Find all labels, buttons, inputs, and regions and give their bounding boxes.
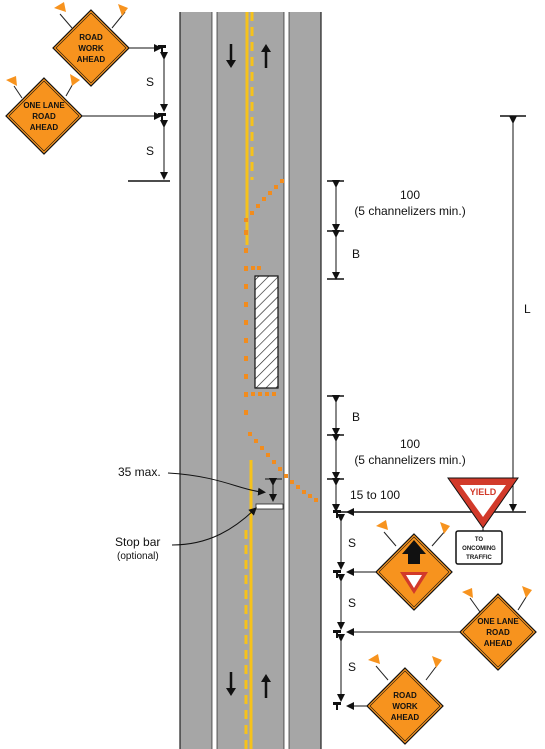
- sign-line: ONE LANE: [23, 101, 65, 110]
- sign-line: ROAD: [393, 691, 417, 700]
- sign-post-marker: [333, 630, 341, 638]
- label-stop-bar: Stop bar: [115, 535, 160, 549]
- arrow-down-icon: [226, 44, 236, 68]
- sign-post-marker: [333, 702, 341, 710]
- sign-one-lane-road-ahead-top: ONE LANE ROAD AHEAD: [5, 74, 83, 155]
- label-s: S: [146, 144, 154, 158]
- sign-line: AHEAD: [30, 123, 59, 132]
- sign-road-work-ahead-top: ROAD WORK AHEAD: [52, 2, 130, 87]
- sign-line: WORK: [392, 702, 418, 711]
- sign-line: TRAFFIC: [466, 555, 492, 561]
- flag-icon: [462, 588, 473, 598]
- label-b: B: [352, 410, 360, 424]
- sign-line: ONCOMING: [462, 546, 496, 552]
- label-taper-length: 100: [400, 188, 420, 202]
- sign-road-work-ahead-bottom: ROAD WORK AHEAD: [366, 654, 444, 745]
- edge-line-right: [284, 12, 289, 749]
- flag-icon: [6, 76, 17, 86]
- sign-line: ROAD: [32, 112, 56, 121]
- yield-text: YIELD: [470, 487, 497, 497]
- flag-icon: [432, 656, 442, 668]
- roadway: [179, 12, 322, 749]
- sign-line: WORK: [78, 44, 104, 53]
- arrow-down-icon: [226, 672, 236, 696]
- arrow-up-icon: [261, 674, 271, 698]
- arrow-up-icon: [402, 540, 426, 564]
- edge-line-left: [212, 12, 217, 749]
- sign-yield-ahead: [375, 520, 453, 611]
- sign-to-oncoming-traffic: TO ONCOMING TRAFFIC: [455, 528, 503, 565]
- sign-line: AHEAD: [77, 55, 106, 64]
- sign-line: AHEAD: [484, 639, 513, 648]
- sign-line: AHEAD: [391, 713, 420, 722]
- channelizers: [244, 179, 318, 502]
- label-taper-length: 100: [400, 437, 420, 451]
- flag-icon: [368, 654, 380, 664]
- label-35-max: 35 max.: [118, 465, 161, 479]
- label-s: S: [146, 75, 154, 89]
- sign-line: ONE LANE: [477, 617, 519, 626]
- sign-post-marker: [158, 45, 166, 53]
- label-s: S: [348, 660, 356, 674]
- sign-yield: YIELD: [447, 477, 519, 529]
- dimension-right-lower: [327, 395, 344, 512]
- sign-post-marker: [333, 570, 341, 578]
- sign-line: ROAD: [79, 33, 103, 42]
- flag-icon: [522, 586, 532, 598]
- sign-post-marker: [158, 113, 166, 121]
- label-stop-bar-optional: (optional): [117, 551, 159, 562]
- label-b: B: [352, 247, 360, 261]
- label-channelizers: (5 channelizers min.): [354, 453, 465, 467]
- arrow-up-icon: [261, 44, 271, 68]
- flag-icon: [70, 74, 80, 86]
- sign-line: TO: [475, 537, 484, 543]
- label-s: S: [348, 596, 356, 610]
- dimension-right-upper: [327, 180, 344, 280]
- label-l: L: [524, 302, 531, 316]
- sign-one-lane-road-ahead-bottom: ONE LANE ROAD AHEAD: [459, 586, 537, 671]
- flag-icon: [54, 2, 66, 12]
- flag-icon: [376, 520, 388, 530]
- sign-post-marker: [333, 510, 341, 518]
- sign-line: ROAD: [486, 628, 510, 637]
- dimension-35-max: [265, 478, 282, 502]
- label-15-to-100: 15 to 100: [350, 488, 400, 502]
- flag-icon: [440, 522, 450, 534]
- dimension-s-top: [128, 52, 170, 182]
- flag-icon: [118, 4, 128, 16]
- stop-bar: [255, 503, 284, 510]
- label-channelizers: (5 channelizers min.): [354, 204, 465, 218]
- work-area: [254, 275, 279, 389]
- label-s: S: [348, 536, 356, 550]
